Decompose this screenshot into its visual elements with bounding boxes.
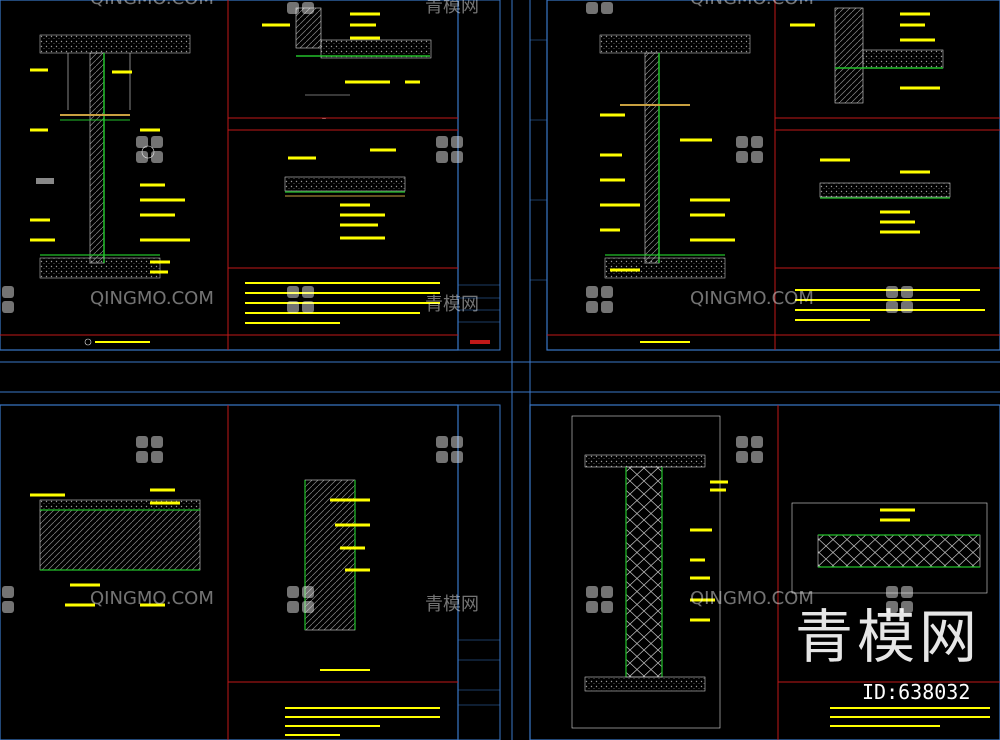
watermark-cn: 青模网 [425, 0, 479, 17]
watermark-latin: QINGMO.COM [90, 588, 214, 609]
watermark-logo-icon [736, 436, 763, 463]
sheet-4-partition-detail [571, 415, 990, 729]
watermark-logo-icon [586, 586, 613, 613]
watermark-logo-icon [136, 136, 163, 163]
watermark-logo-icon [2, 586, 14, 613]
watermark-latin: QINGMO.COM [90, 288, 214, 309]
watermark-logo-icon [736, 136, 763, 163]
watermark-logo-icon [436, 436, 463, 463]
watermark-latin: QINGMO.COM [90, 0, 214, 9]
watermark-latin: QINGMO.COM [690, 588, 814, 609]
watermark-latin: QINGMO.COM [690, 0, 814, 9]
sheet-3-partition-detail [30, 479, 440, 736]
watermark-cn: 青模网 [425, 594, 479, 615]
watermark-logo-icon [287, 286, 314, 313]
watermark-logo-icon [287, 2, 314, 14]
watermark-logo-icon [886, 586, 913, 613]
resource-id: ID:638032 [862, 680, 971, 704]
sheet-1-wall-section: — [30, 7, 440, 346]
watermark-latin: QINGMO.COM [690, 288, 814, 309]
watermark-logo-icon [886, 286, 913, 313]
sheet-2-wall-section [599, 7, 985, 343]
watermark-cn: 青模网 [425, 294, 479, 315]
brand-watermark: 青模网 [795, 603, 982, 671]
watermark-logo-icon [287, 586, 314, 613]
watermark-logo-icon [136, 436, 163, 463]
watermark-logo-icon [586, 286, 613, 313]
watermark-logo-icon [586, 2, 613, 14]
watermark-logo-icon [436, 136, 463, 163]
watermark-logo-icon [2, 286, 14, 313]
svg-text:—: — [322, 116, 326, 121]
